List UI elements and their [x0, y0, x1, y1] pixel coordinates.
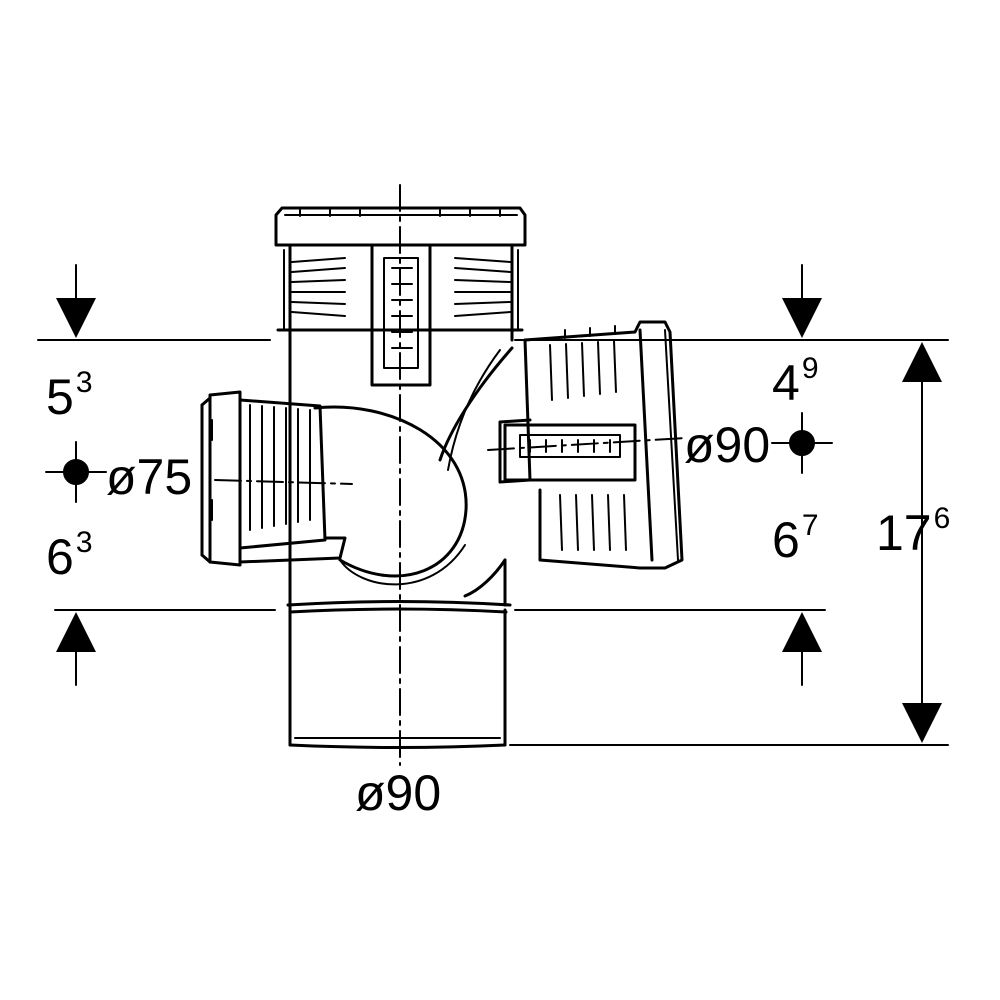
center-markers — [45, 412, 833, 503]
diameter-right-branch: ø90 — [684, 417, 771, 473]
right-branch — [438, 320, 684, 598]
arrow-up-total — [902, 342, 942, 382]
dimension-left-lower: 63 — [46, 526, 93, 585]
arrow-up-right — [782, 612, 822, 652]
dimension-right-lower: 67 — [772, 509, 819, 568]
junction-lines — [339, 349, 501, 586]
dimension-right-upper: 49 — [772, 352, 819, 411]
reference-lines — [37, 264, 949, 746]
arrow-down-total — [902, 703, 942, 743]
arrow-down-left — [56, 298, 96, 338]
left-branch — [200, 390, 468, 578]
diameter-main-pipe: ø90 — [355, 765, 442, 821]
arrow-down-right — [782, 298, 822, 338]
dimension-arrows — [56, 298, 942, 743]
diameter-left-branch: ø75 — [106, 449, 193, 505]
arrow-up-left — [56, 612, 96, 652]
dimension-total-height: 176 — [876, 502, 951, 561]
center-lines — [214, 184, 686, 766]
dimension-left-upper: 53 — [46, 366, 93, 425]
